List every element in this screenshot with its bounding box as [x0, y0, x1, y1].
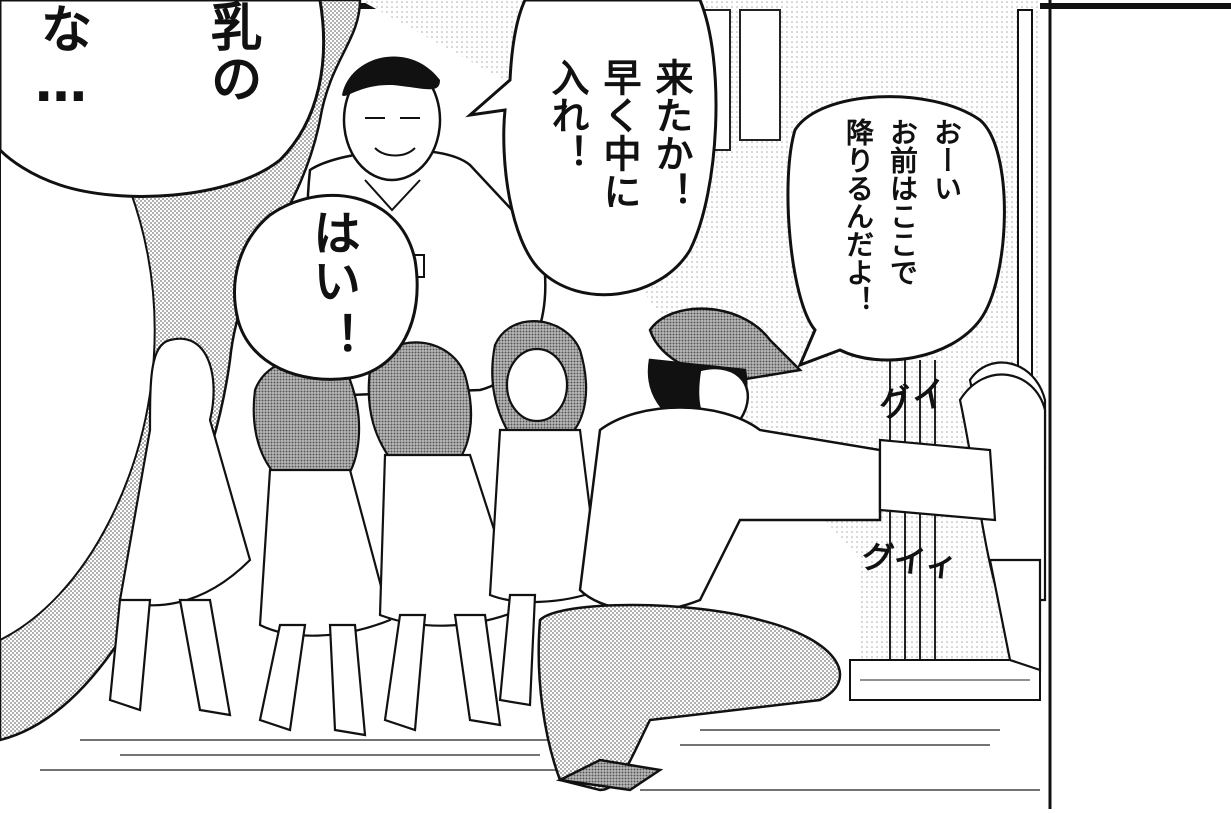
- speech-teacher-line-2: 早く中に: [597, 58, 641, 210]
- speech-teacher-line-3: 入れ！: [545, 58, 589, 172]
- speech-driver-line-1: おーい: [930, 118, 963, 202]
- speech-top-left-line-2: な…: [31, 2, 91, 114]
- bubble-top-left: [0, 0, 326, 198]
- speech-driver-line-3: 降りるんだよ！: [842, 118, 875, 314]
- speech-kids-line-2: ！: [304, 312, 360, 360]
- driver-figure: [537, 307, 882, 792]
- speech-driver-line-2: お前はここで: [886, 118, 919, 286]
- children-group: [108, 320, 602, 737]
- bubble-teacher: [465, 0, 718, 297]
- bubble-driver: [786, 95, 1006, 368]
- speech-teacher-line-1: 来たか！: [649, 58, 693, 210]
- speech-kids-line-1: はい: [304, 208, 360, 304]
- sfx-grab-2: グイィ: [860, 537, 960, 585]
- panel-gutter: [1050, 0, 1231, 809]
- girl-on-bus: [878, 361, 1047, 672]
- bubble-kids: [233, 194, 419, 381]
- speech-top-left-line-1: 乳の: [201, 0, 261, 104]
